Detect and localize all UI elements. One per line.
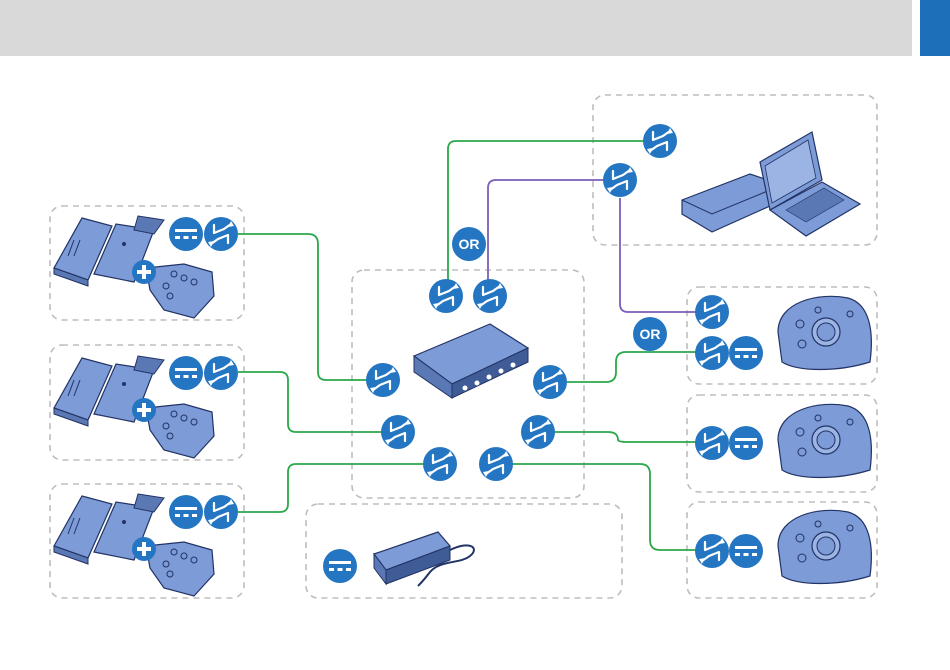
or-badge-right: OR: [633, 317, 667, 351]
data-link-icon: [429, 279, 463, 313]
power-adapter-icon: [374, 532, 474, 586]
power-symbol-icon: [169, 495, 203, 529]
link-pc-hub: [448, 141, 660, 294]
svg-text:OR: OR: [459, 236, 480, 252]
control-unit-icon: [778, 296, 871, 369]
data-link-icon: [479, 447, 513, 481]
hub-icon: [414, 324, 528, 398]
data-link-icon: [521, 415, 555, 449]
pc-group-box: [593, 95, 877, 245]
svg-text:OR: OR: [640, 326, 661, 342]
plus-icon: [132, 260, 156, 284]
data-link-icon: [204, 356, 238, 390]
data-link-icon: [423, 447, 457, 481]
power-symbol-icon: [729, 336, 763, 370]
usb-link-icon: [695, 295, 729, 329]
data-link-icon: [695, 534, 729, 568]
data-link-icon: [204, 495, 238, 529]
usb-link-icon: [473, 279, 507, 313]
data-link-icon: [695, 336, 729, 370]
plus-icon: [132, 398, 156, 422]
power-symbol-icon: [169, 217, 203, 251]
power-symbol-icon: [729, 426, 763, 460]
link-hub-control3: [496, 464, 712, 550]
link-hub-control2: [538, 432, 712, 442]
plus-icon: [132, 537, 156, 561]
power-group-box: [306, 504, 622, 598]
usb-pc-hub: [488, 180, 620, 298]
power-symbol-icon: [323, 549, 357, 583]
control-unit-icon: [778, 510, 871, 583]
laptop-icon: [682, 132, 860, 236]
usb-link-icon: [603, 163, 637, 197]
data-link-icon: [695, 426, 729, 460]
data-link-icon: [533, 365, 567, 399]
control-unit-icon: [778, 404, 871, 477]
link-pedal1-hub: [238, 234, 380, 380]
data-link-icon: [204, 217, 238, 251]
data-link-icon: [643, 124, 677, 158]
power-symbol-icon: [729, 534, 763, 568]
data-link-icon: [366, 363, 400, 397]
or-badge-top: OR: [452, 227, 486, 261]
data-link-icon: [381, 415, 415, 449]
power-symbol-icon: [169, 356, 203, 390]
